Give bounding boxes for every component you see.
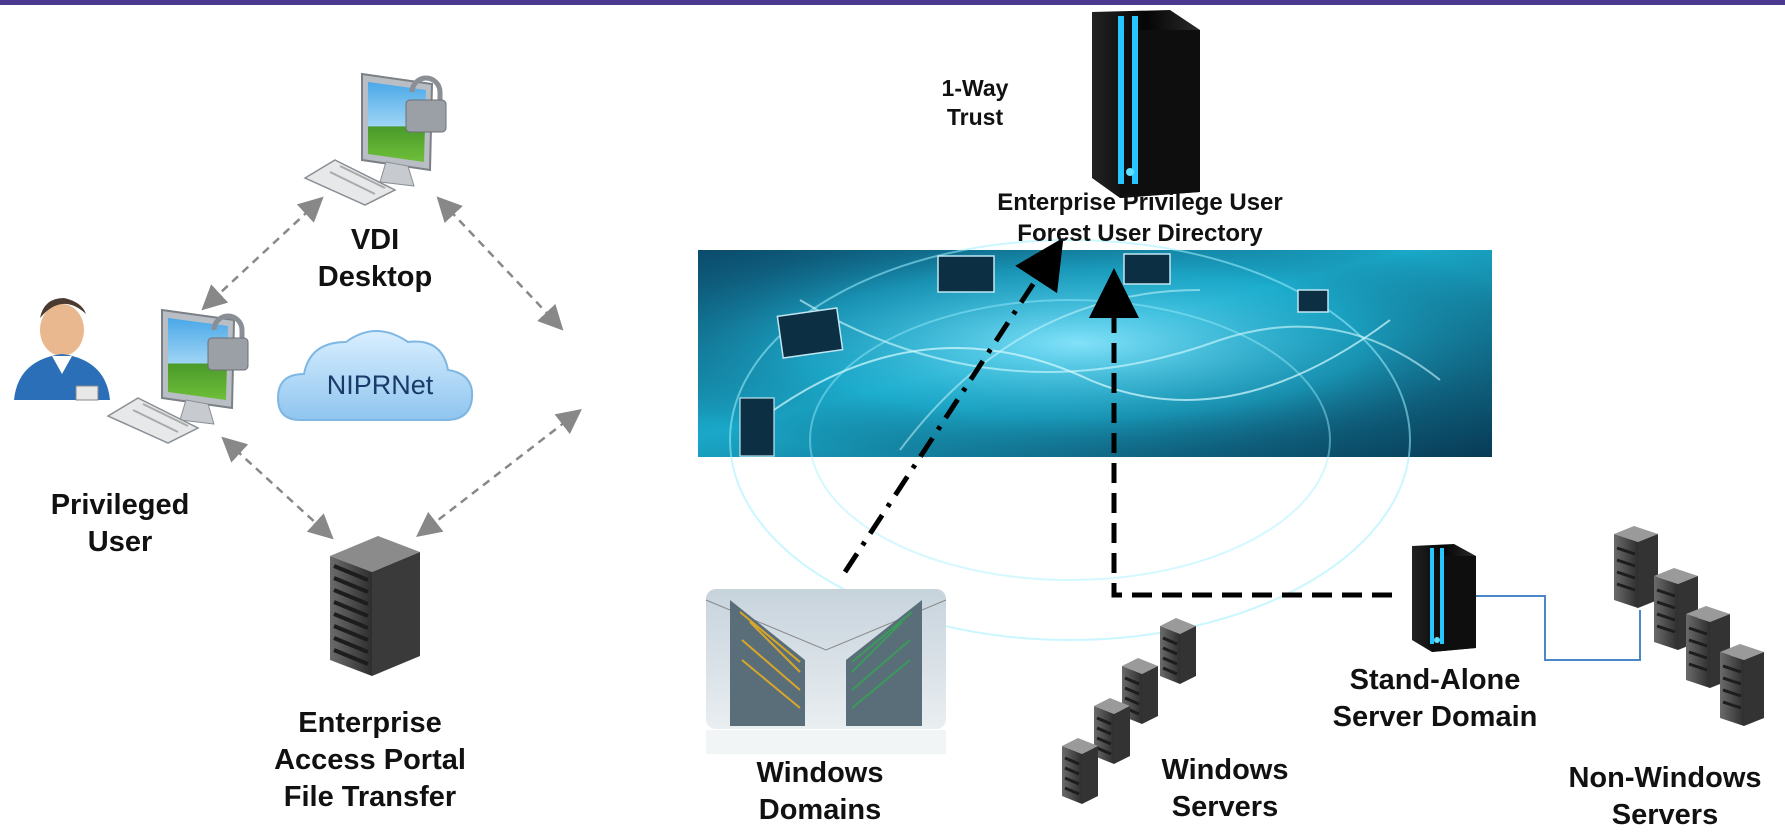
windows-servers-label: Windows Servers bbox=[1161, 754, 1289, 824]
trust-dashdot-arrow bbox=[842, 237, 1064, 574]
global-network-image bbox=[698, 239, 1492, 641]
niprnet-cloud-icon bbox=[276, 330, 474, 421]
one-way-trust-label: 1-Way Trust bbox=[941, 75, 1009, 131]
vdi-to-right-link bbox=[436, 196, 564, 331]
standalone-to-nonwindows-link bbox=[1476, 595, 1641, 661]
vdi-to-user-link bbox=[201, 196, 324, 311]
portal-to-right-link bbox=[416, 408, 582, 538]
privileged-user-label: Privileged User bbox=[50, 489, 190, 559]
padlock-icon bbox=[405, 75, 447, 133]
standalone-dashed-arrow bbox=[1089, 268, 1392, 598]
enterprise-portal-label: Enterprise Access Portal File Transfer bbox=[274, 707, 466, 814]
windows-servers-icon bbox=[1062, 618, 1196, 804]
non-windows-servers-icon bbox=[1614, 526, 1764, 726]
privileged-user-computer-icon bbox=[106, 308, 249, 444]
enterprise-portal-server-icon bbox=[330, 536, 420, 676]
windows-domains-label: Windows Domains bbox=[756, 757, 884, 827]
user-to-portal-link bbox=[221, 436, 334, 540]
windows-domains-datacenter-image bbox=[705, 589, 947, 754]
top-accent-bar bbox=[0, 0, 1785, 5]
standalone-server-domain-label: Stand-Alone Server Domain bbox=[1332, 664, 1538, 734]
person-icon bbox=[14, 298, 110, 401]
niprnet-label: NIPRNet bbox=[326, 370, 434, 400]
standalone-server-icon bbox=[1412, 544, 1476, 652]
vdi-desktop-computer-icon bbox=[303, 72, 447, 206]
forest-directory-label: Enterprise Privilege User Forest User Di… bbox=[997, 189, 1283, 247]
enterprise-directory-server-icon bbox=[1092, 10, 1200, 198]
vdi-desktop-label: VDI Desktop bbox=[317, 224, 433, 294]
non-windows-servers-label: Non-Windows Servers bbox=[1568, 762, 1762, 832]
padlock-icon bbox=[207, 313, 249, 371]
